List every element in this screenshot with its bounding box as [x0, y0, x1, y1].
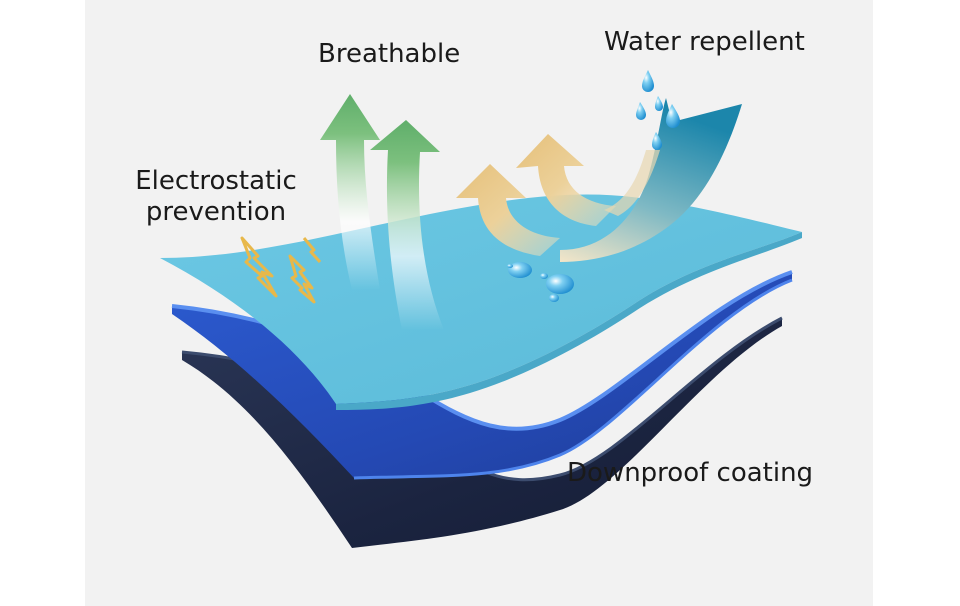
- water-drop-icon: [635, 70, 680, 150]
- lightning-bolt-icon: [240, 236, 322, 304]
- green-up-arrow-icon: [320, 94, 444, 330]
- water-bead-icon: [507, 262, 574, 302]
- label-electrostatic-prevention: Electrostatic prevention: [126, 166, 306, 228]
- label-downproof-coating: Downproof coating: [567, 458, 814, 488]
- label-electrostatic-line1: Electrostatic: [135, 166, 297, 196]
- label-breathable: Breathable: [318, 39, 461, 69]
- label-electrostatic-line2: prevention: [145, 197, 287, 227]
- water-wave-icon: [560, 98, 742, 262]
- top-layer: [160, 194, 802, 410]
- tan-curved-arrow-icon: [456, 134, 616, 256]
- label-water-repellent: Water repellent: [604, 27, 805, 57]
